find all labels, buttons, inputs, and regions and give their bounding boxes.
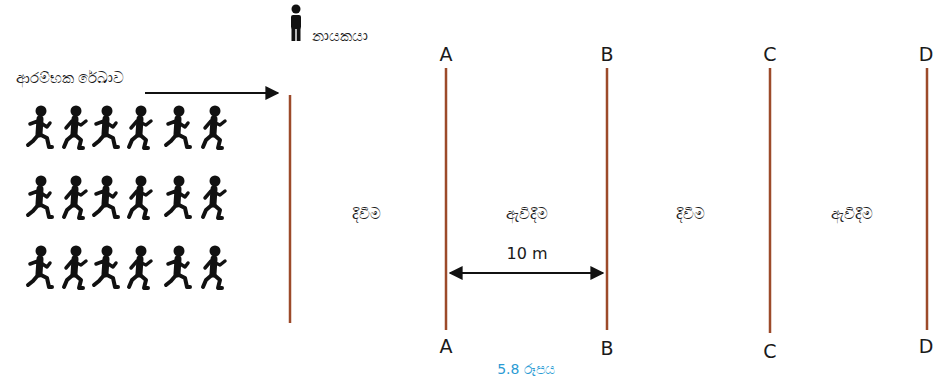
- line-letter: A: [440, 336, 453, 357]
- runner-figure: [203, 176, 225, 219]
- line-letter: A: [440, 44, 453, 65]
- start-line-label: ආරම්භක රේඛාව: [16, 70, 125, 87]
- runner-figure: [166, 176, 190, 218]
- runner-figure: [64, 176, 86, 219]
- runner-figure: [166, 106, 190, 148]
- runner-figure: [129, 106, 151, 149]
- dimension-arrow: [450, 272, 603, 274]
- figure-caption: 5.8 රූපය: [497, 362, 555, 377]
- runner-figure: [28, 106, 52, 148]
- track-line: [926, 68, 929, 330]
- runner-figure: [94, 176, 118, 218]
- runner-figure: [94, 106, 118, 148]
- track-line: [606, 68, 609, 330]
- line-letter: B: [600, 338, 613, 359]
- zone-label: ඇවිදීම: [506, 206, 548, 223]
- track-line: [769, 68, 772, 333]
- runner-figure: [129, 246, 151, 289]
- line-letter: C: [763, 44, 776, 65]
- runner-figure: [166, 246, 190, 288]
- line-letter: D: [919, 44, 934, 65]
- start-line: [289, 95, 292, 323]
- zone-label: ඇවිදීම: [831, 206, 873, 223]
- leader-label: නායකයා: [312, 28, 368, 45]
- runner-figure: [203, 246, 225, 289]
- line-letter: B: [600, 44, 613, 65]
- pointer-arrow: [145, 92, 278, 94]
- line-letter: D: [919, 336, 934, 357]
- track-line: [445, 68, 448, 330]
- zone-label: දිවීම: [352, 206, 381, 223]
- runner-figure: [28, 176, 52, 218]
- runner-figure: [203, 106, 225, 149]
- zone-label: දිවීම: [676, 206, 705, 223]
- runner-figure: [64, 246, 86, 289]
- leader-figure: [291, 5, 301, 42]
- line-letter: C: [763, 341, 776, 362]
- runner-figure: [64, 106, 86, 149]
- runner-figure: [94, 246, 118, 288]
- runner-figure: [28, 246, 52, 288]
- runner-figure: [129, 176, 151, 219]
- dimension-label: 10 m: [506, 245, 547, 263]
